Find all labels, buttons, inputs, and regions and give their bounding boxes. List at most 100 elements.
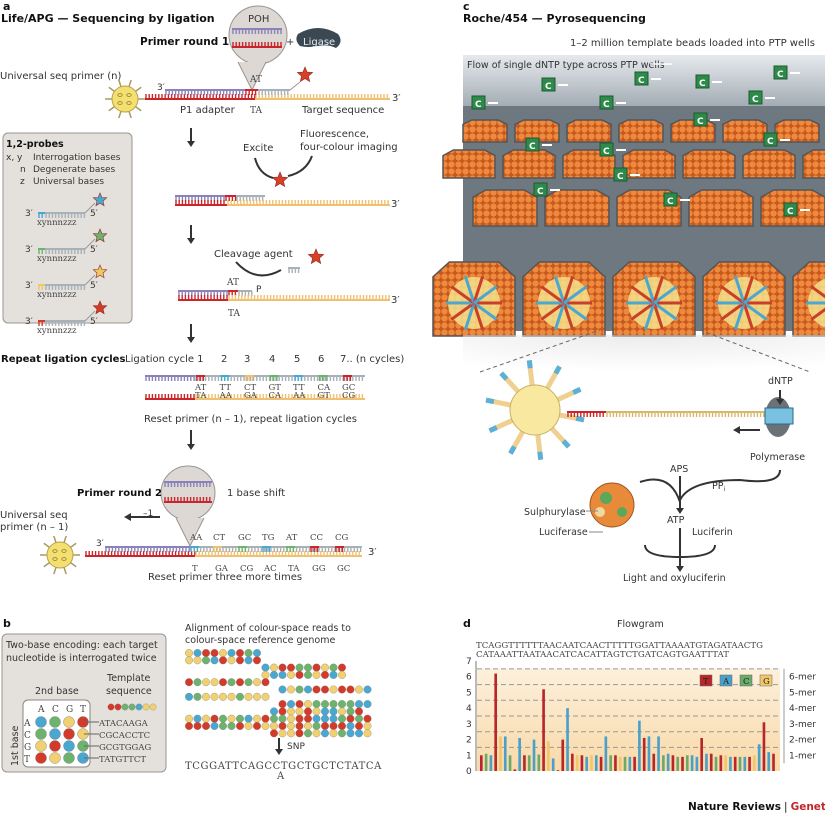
colour-space-call [304,670,312,679]
template-strand [652,275,665,304]
panel-d-letter: d [463,617,471,630]
at-label: AT [226,278,239,288]
strand-end [526,360,533,369]
cycle-top-base: GC [342,383,355,393]
colour-space-call [270,729,278,738]
colour-space-call [227,649,236,657]
colour-space-call [312,663,321,672]
dntp-cube-icon [533,182,548,197]
colour-space-call [312,714,321,723]
dntp-cube-letter: C [777,70,784,80]
colour-space-call [210,656,219,665]
bead-dot [61,549,67,553]
colour-space-call [304,722,312,730]
dntp-cube-letter: C [603,100,610,110]
bead-dot [117,93,123,97]
colour-space-call [355,714,363,723]
panel-d: d Flowgram TCAGGTTTTTTAACAATCAACTTTTTGGA… [463,617,816,777]
ptp-well [514,119,560,143]
mer-label: 5-mer [789,688,816,698]
panel-b: b Two-base encoding: each target nucleot… [1,617,382,782]
three-prime-label: 3′ [368,547,377,558]
flowgram-bar-T [480,755,483,771]
zoom-projection [463,335,825,375]
colour-space-call [329,700,338,709]
arrow-head [187,444,195,450]
colour-space-call [304,685,312,694]
y-tick-label: 1 [466,751,472,761]
template-strand [540,301,565,321]
ptp-well [742,149,796,179]
flowgram-bar-C [738,756,742,771]
fluorophore-star-icon [271,171,289,188]
round2-top-base: CG [335,533,349,543]
colour-space-call [287,685,295,694]
dntp-label: dNTP [768,376,793,387]
colour-space-call [253,649,261,657]
colour-space-call [261,663,270,672]
poh-label: POH [248,14,269,25]
three-prime-label: 3′ [25,281,33,291]
colour-space-call [236,692,244,701]
ptp-wells [432,119,825,337]
strand-end [561,439,571,449]
ptp-well [722,119,768,143]
colour-space-call [346,707,355,716]
arrow-head [187,238,195,244]
colour-space-call [253,656,261,665]
template-label-2: sequence [106,686,152,697]
colour-space-call [202,649,210,657]
colour-space-call [312,722,321,730]
dntp-cube-letter: C [699,79,706,89]
panel-b-letter: b [3,617,11,630]
colour-space-call [219,649,227,657]
panel-c-drawings [479,329,811,572]
linker [289,81,301,91]
legend-base: T [703,677,709,687]
template-strand [473,285,498,305]
colour-space-call [346,714,355,723]
p-label: P [256,285,262,295]
flowgram-bar-T [709,753,713,771]
y-tick-label: 4 [466,704,472,714]
legend-key: n [20,165,26,175]
encoding-line1: Two-base encoding: each target [5,640,158,651]
colour-space-call [346,722,355,730]
colour-space-call [363,722,372,730]
flowgram-bar-T [580,755,584,771]
dntp-cube-icon [613,167,628,182]
second-base-letter: C [52,705,59,715]
colour-space-call [219,722,227,730]
fluorophore-star-icon [92,192,108,207]
flowgram-bar-T [542,689,545,771]
flowgram-bar-C [676,756,680,771]
linker [84,274,96,286]
flowgram-bar-A [647,736,651,771]
template-label-1: Template [106,673,151,684]
colour-space-call [244,722,253,730]
flowgram-bar-T [614,755,617,771]
ptp-well [562,149,616,179]
flowgram-bar-A [551,758,555,771]
flowgram-bar-A [566,708,569,771]
dntp-cube-icon [663,192,678,207]
flowgram-bar-T [513,769,517,771]
template-strand [553,302,566,331]
colour-space-call [287,722,295,730]
flowgram-bar-T [599,756,603,771]
bead-dot [126,101,132,105]
round2-bottom-base: GG [312,564,326,574]
colour-space-call [338,663,346,672]
second-base-letter: T [80,705,86,715]
round2-bottom-base: GC [337,564,350,574]
colour-space-call [261,714,270,723]
colour-space-call [193,714,202,723]
encoding-cell [63,752,75,764]
encoding-cell [63,716,75,728]
first-base-label: 1st base [10,725,21,766]
flowgram-bar-G [590,755,593,771]
template-strand [562,275,575,304]
template-strand [742,302,755,331]
colour-space-call [227,692,236,701]
